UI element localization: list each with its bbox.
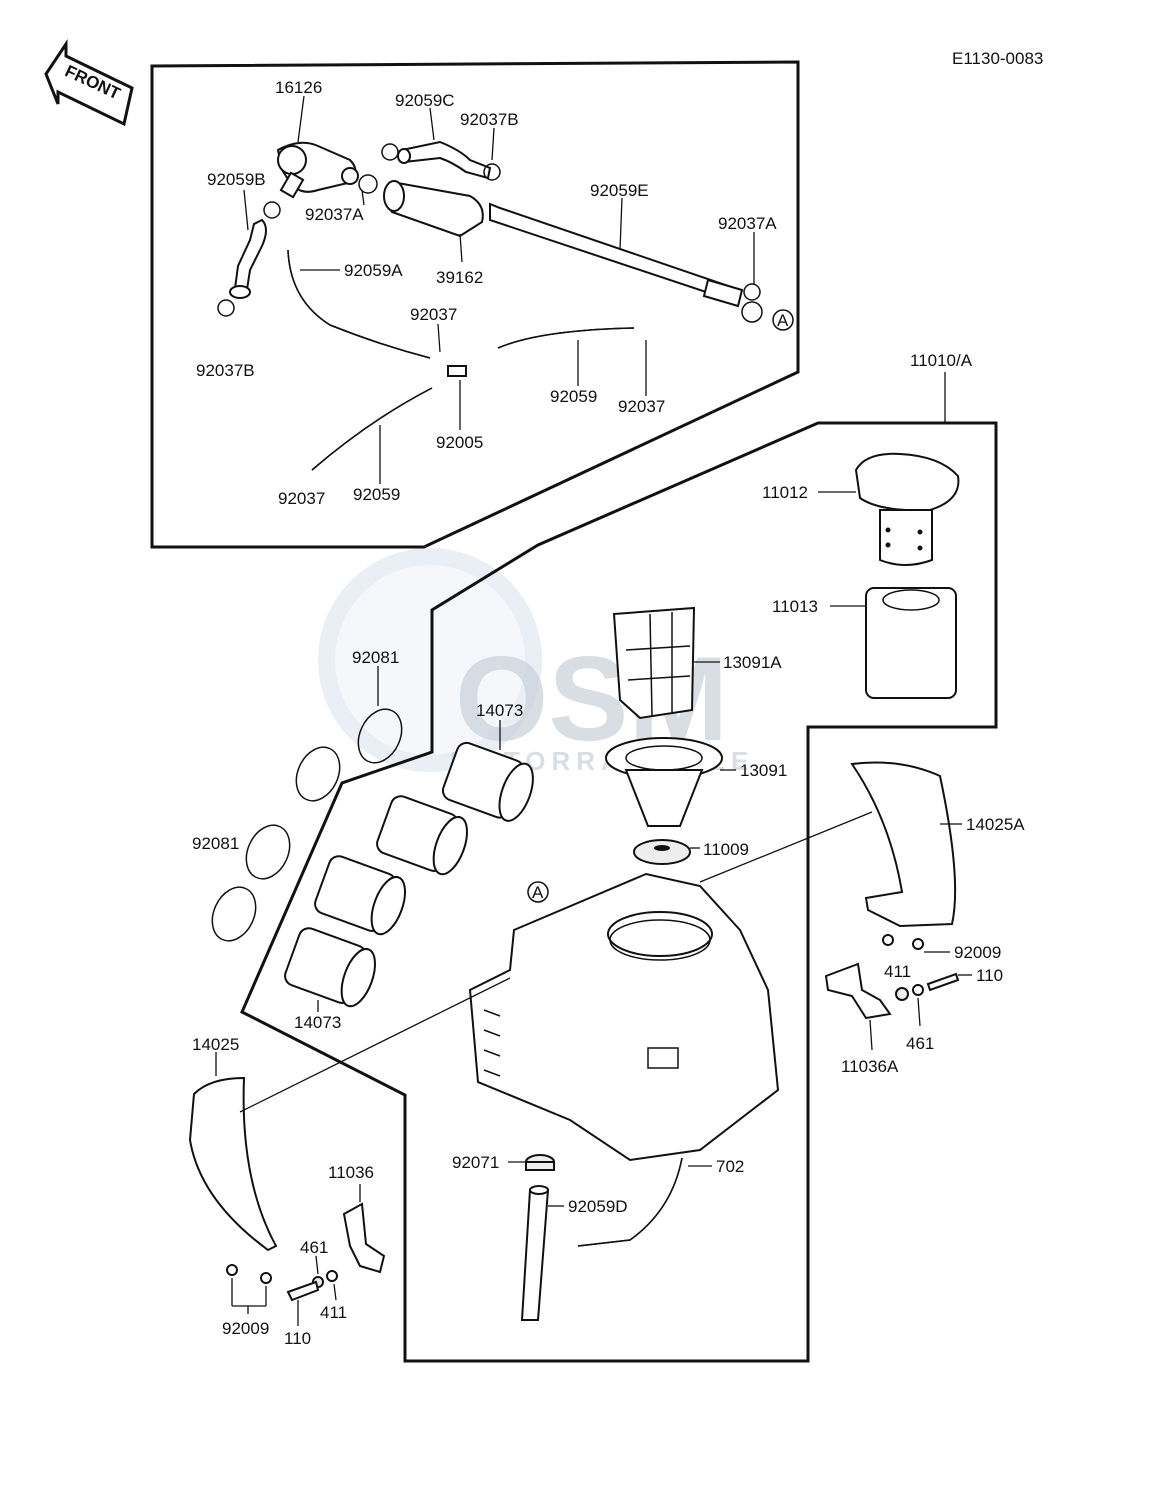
label-16126: 16126 [275, 78, 322, 97]
o-rings [211, 708, 403, 942]
label-110-right: 110 [976, 966, 1003, 985]
label-14025: 14025 [192, 1035, 239, 1054]
funnel [605, 737, 723, 827]
label-461-left: 461 [300, 1238, 328, 1257]
label-92037b-top: 92037B [460, 110, 519, 129]
side-cover-right [850, 761, 957, 928]
label-13091a: 13091A [723, 653, 782, 672]
marker-a-top-label: A [777, 311, 789, 330]
fasteners-right [882, 934, 960, 1001]
label-92081-top: 92081 [352, 648, 399, 667]
label-92037-a: 92037 [410, 305, 457, 324]
filter-screen [612, 606, 696, 720]
fasteners-left [226, 1264, 338, 1302]
label-11012: 11012 [762, 483, 808, 502]
breather-group-frame [150, 60, 800, 549]
carb-boots [284, 741, 534, 1008]
marker-a-top [772, 309, 794, 331]
air-box [468, 872, 780, 1162]
label-14073-bottom: 14073 [294, 1013, 341, 1032]
label-92059d: 92059D [568, 1197, 628, 1216]
marker-a-airbox-label: A [532, 883, 544, 902]
label-92009-right: 92009 [954, 943, 1001, 962]
label-411-right: 411 [884, 962, 911, 981]
label-92059-a: 92059 [550, 387, 597, 406]
bracket-left [342, 1202, 386, 1274]
label-11009: 11009 [703, 840, 749, 859]
hose-702 [577, 1157, 683, 1247]
label-110-left: 110 [284, 1329, 311, 1348]
diagram-code: E1130-0083 [952, 49, 1043, 68]
breather-housing [276, 141, 359, 199]
gasket-11009 [633, 839, 691, 865]
label-39162: 39162 [436, 268, 483, 287]
label-14073-top: 14073 [476, 701, 523, 720]
side-cover-left [188, 1076, 278, 1252]
breather-hose-b [229, 218, 267, 299]
label-92037-b: 92037 [618, 397, 665, 416]
label-11013: 11013 [772, 597, 818, 616]
drain-grommet [525, 1154, 555, 1171]
label-92037a-mid: 92037A [305, 205, 364, 224]
drain-hose-d [520, 1185, 550, 1321]
label-92037a-right: 92037A [718, 214, 777, 233]
label-11036: 11036 [328, 1163, 374, 1182]
label-14025a: 14025A [966, 815, 1025, 834]
bracket-right [824, 962, 892, 1020]
breather-clips [217, 143, 763, 323]
label-92059-b: 92059 [353, 485, 400, 504]
label-702: 702 [716, 1157, 744, 1176]
label-92037b-left: 92037B [196, 361, 255, 380]
filter-cap [854, 452, 960, 566]
filter-element [865, 587, 957, 699]
label-11036a: 11036A [841, 1057, 899, 1076]
breather-hose-e [489, 202, 744, 308]
label-92071: 92071 [452, 1153, 499, 1172]
label-13091: 13091 [740, 761, 787, 780]
label-92059b: 92059B [207, 170, 266, 189]
airbox-group-frame [240, 421, 998, 1363]
label-92005: 92005 [436, 433, 483, 452]
breather-canister [383, 180, 484, 238]
breather-hose-c [397, 140, 492, 180]
label-411-left: 411 [320, 1303, 347, 1322]
label-461-right: 461 [906, 1034, 934, 1053]
label-92059e: 92059E [590, 181, 649, 200]
label-11010a: 11010/A [910, 351, 973, 370]
label-92081-left: 92081 [192, 834, 239, 853]
label-92037-c: 92037 [278, 489, 325, 508]
breather-small-hoses [287, 249, 635, 471]
label-92059c: 92059C [395, 91, 455, 110]
marker-a-airbox [527, 881, 549, 903]
label-92059a: 92059A [344, 261, 403, 280]
front-arrow-icon: FRONT [44, 39, 134, 127]
label-92009-left: 92009 [222, 1319, 269, 1338]
